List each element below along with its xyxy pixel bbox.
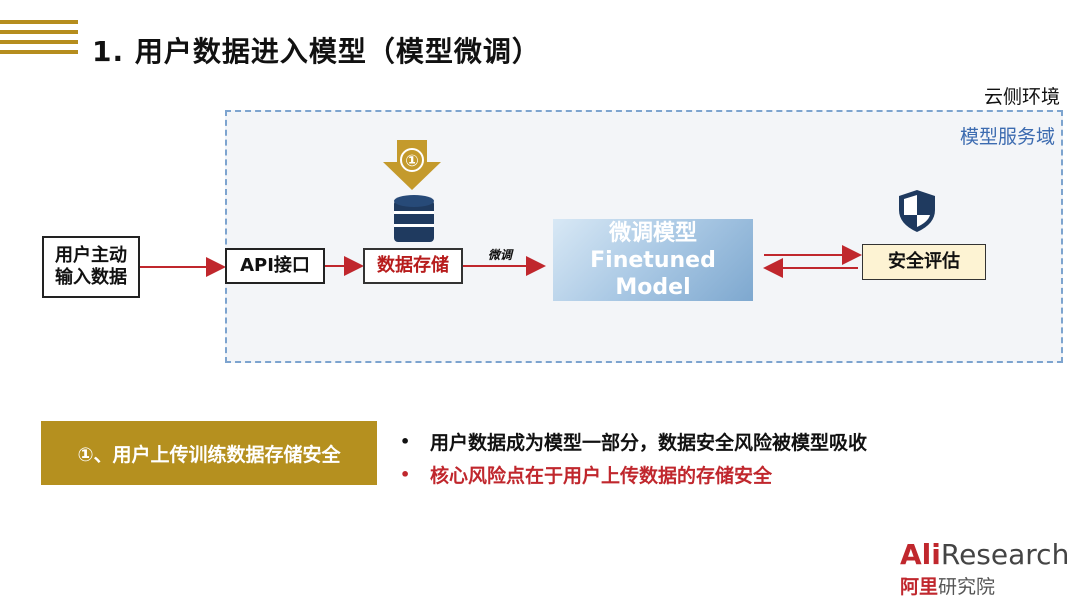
storage-node: 数据存储 <box>363 248 463 284</box>
bullet-text-1: 用户数据成为模型一部分，数据安全风险被模型吸收 <box>430 432 868 454</box>
user-node-line2: 输入数据 <box>55 267 127 288</box>
finetuned-model-node: 微调模型 Finetuned Model <box>553 219 753 301</box>
model-node-line2: Finetuned <box>590 247 716 273</box>
step-marker-glyph: ① <box>405 151 419 170</box>
user-node-line1: 用户主动 <box>55 245 127 266</box>
cloud-environment-label: 云侧环境 <box>983 86 1060 108</box>
title-decoration-bars <box>0 20 78 60</box>
bullet-item: • 用户数据成为模型一部分，数据安全风险被模型吸收 <box>400 425 867 458</box>
bullet-list: • 用户数据成为模型一部分，数据安全风险被模型吸收 • 核心风险点在于用户上传数… <box>400 425 867 491</box>
domain-label: 模型服务域 <box>959 126 1055 148</box>
logo-cn-red: 阿里 <box>900 576 939 598</box>
model-service-domain: 模型服务域 <box>225 110 1063 363</box>
bullet-dot: • <box>400 432 411 451</box>
logo-cn-gray: 研究院 <box>938 576 996 598</box>
risk-badge: ①、用户上传训练数据存储安全 <box>41 421 377 485</box>
page-title: 1. 用户数据进入模型（模型微调） <box>92 35 541 68</box>
api-node: API接口 <box>225 248 325 284</box>
bullet-text-2: 核心风险点在于用户上传数据的存储安全 <box>430 465 773 487</box>
step-marker-arrow-icon <box>383 140 441 190</box>
logo-ali: Ali <box>900 538 941 571</box>
finetune-edge-label: 微调 <box>488 248 513 262</box>
aliresearch-logo: AliResearch 阿里研究院 <box>900 540 1069 599</box>
bullet-dot: • <box>400 465 411 484</box>
logo-research: Research <box>940 538 1070 571</box>
bullet-item: • 核心风险点在于用户上传数据的存储安全 <box>400 458 867 491</box>
database-icon <box>394 195 434 242</box>
user-input-node: 用户主动 输入数据 <box>42 236 140 298</box>
model-node-line3: Model <box>615 274 691 300</box>
shield-icon <box>899 190 935 232</box>
security-assessment-node: 安全评估 <box>862 244 986 280</box>
model-node-line1: 微调模型 <box>608 220 697 246</box>
